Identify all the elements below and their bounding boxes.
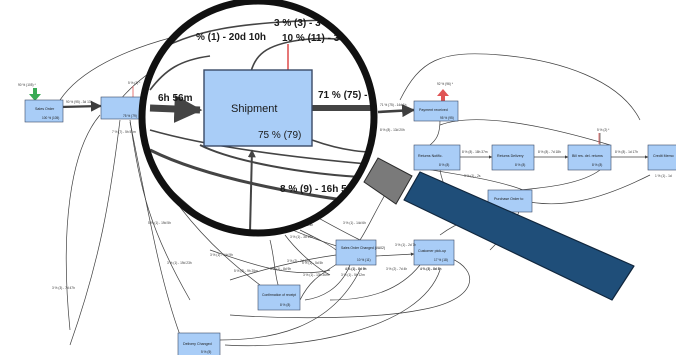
edge-label: 90 % (95) - 3d 13h	[66, 100, 93, 104]
edge-label: 5 % (1) - 5d 5h	[302, 261, 323, 265]
edge-sales-order-to-shipment-main	[59, 100, 102, 112]
edge-label: 4 % (3) - 8d 8h	[420, 267, 441, 271]
node-payment-received-title: Payment received	[419, 108, 448, 112]
node-delivery-changed-title: Delivery Changed	[183, 342, 212, 346]
node-payment-received-stat: 95 % (95)	[440, 116, 454, 120]
zoom-edge-label: 71 % (75) - 1	[318, 90, 376, 101]
edge-shipment-to-payment-main	[377, 104, 416, 118]
node-bill-del-returns[interactable]: Bill res. del. returns 8 % (8)	[567, 144, 612, 171]
edge-label: 5 % (1) - 19d 5h	[148, 221, 171, 225]
node-returns-delivery-stat: 8 % (8)	[515, 163, 525, 167]
zoom-edge-label: 6h 56m	[158, 93, 193, 104]
edge-label: 3 % (2) - 7d 4h	[386, 267, 407, 271]
node-shipment-small[interactable]: 75 % (79)	[100, 96, 142, 120]
magnifier-lens: Shipment 75 % (79) 3 % (3) - 3 % (1) - 2…	[138, 0, 378, 237]
node-sales-order-changed-title: Sales Order Changed (VA02)	[341, 246, 385, 250]
node-payment-received[interactable]: Payment received 95 % (95)	[413, 100, 459, 122]
node-customer-pickup-title: Customer pick-up	[418, 249, 446, 253]
node-credit-memo[interactable]: Credit Memo	[647, 144, 676, 171]
zoom-edge-label: % (1) - 20d 10h	[196, 32, 266, 43]
edge-label: 3 % (3) - 7d 47h	[52, 286, 75, 290]
node-sales-order-stat: 100 % (105)	[42, 116, 59, 120]
zoom-edge-label: 10 % (11) - 3	[282, 33, 340, 44]
node-bill-del-returns-stat: 8 % (8)	[592, 163, 602, 167]
node-sales-order-changed[interactable]: Sales Order Changed (VA02) 10 % (11)	[335, 239, 385, 266]
node-confirmation-receipt[interactable]: Confirmation of receipt 8 % (8)	[257, 284, 301, 311]
edge-label: 3 % (1) - 3d 19h	[290, 235, 313, 239]
edge-label: 90 % (105) *	[18, 83, 36, 87]
edge-label: 8 % (8) - 1d 17h	[615, 150, 638, 154]
edge-label: 8 % (8) - 18h 37m	[462, 150, 488, 154]
node-delivery-changed-stat: 5 % (5)	[201, 350, 211, 354]
edge-label: 3 % (1) - 19d 23h	[167, 261, 192, 265]
node-returns-delivery[interactable]: Returns Delivery 8 % (8)	[491, 144, 535, 171]
node-returns-notification-title: Returns Notific.	[418, 154, 443, 158]
end-marker-icon	[437, 89, 449, 102]
node-credit-memo-title: Credit Memo	[653, 154, 674, 158]
edge-label: 3 % (1) - 14d 9h	[210, 253, 233, 257]
node-shipment-zoomed[interactable]: Shipment 75 % (79)	[203, 69, 313, 147]
node-bill-del-returns-title: Bill res. del. returns	[572, 154, 603, 158]
edge-label: 5 % (2) - 9h 25m	[234, 269, 258, 273]
node-sales-order[interactable]: Sales Order 100 % (105)	[24, 99, 64, 123]
node-delivery-changed[interactable]: Delivery Changed 5 % (5)	[177, 332, 221, 359]
edge-label: 71 % (75) - 14d 1h	[380, 103, 407, 107]
node-sales-order-changed-stat: 10 % (11)	[357, 258, 371, 262]
edge-label: 7 % (7) - 5h 51m	[112, 130, 136, 134]
zoomed-node-stat: 75 % (79)	[258, 130, 301, 141]
edge-label: 3 % (1) - 5h 12m	[341, 273, 365, 277]
magnifier-handle-icon	[363, 157, 635, 301]
edge-label: 5 % (1) - 8d 9h	[270, 267, 291, 271]
node-customer-pickup-stat: 17 % (18)	[434, 258, 448, 262]
edge-label: 3 % (1) - 2s	[464, 174, 481, 178]
node-returns-delivery-title: Returns Delivery	[497, 154, 524, 158]
edge-label: 5 % (2) *	[597, 128, 610, 132]
zoomed-node-title: Shipment	[231, 103, 277, 115]
node-returns-notification[interactable]: Returns Notific. 8 % (8)	[413, 144, 461, 171]
node-confirmation-receipt-title: Confirmation of receipt	[262, 293, 296, 297]
node-returns-notification-stat: 8 % (8)	[439, 163, 449, 167]
edge-label: 3 % (1) - 2d 7h	[395, 243, 416, 247]
magnifier-rim	[138, 0, 378, 237]
edge-label: 1 % (1) - 1d	[655, 174, 672, 178]
node-confirmation-receipt-stat: 8 % (8)	[280, 303, 290, 307]
edge-label: 92 % (96) *	[437, 82, 454, 86]
edge-label: 8 % (8) - 7d 18h	[538, 150, 561, 154]
zoom-edge-label: 8 % (9) - 16h 54	[280, 184, 353, 195]
edge-label: 3 % (2) - 2d 10h	[287, 259, 310, 263]
edge-label: 3 % (1) - 13h 36m	[303, 273, 329, 277]
node-sales-order-title: Sales Order	[35, 107, 55, 111]
node-purchase-order-title: Purchase Order to	[494, 197, 523, 201]
edge-label: 3 % (1) - 14d 6h	[343, 221, 366, 225]
node-shipment-small-stat: 75 % (79)	[123, 114, 137, 118]
edge-label: 4 % (1) - 8d 9h	[345, 267, 366, 271]
start-marker-icon	[29, 88, 41, 101]
edge-label: 5 % (1) *	[128, 81, 141, 85]
edge-payment-to-returns	[429, 119, 441, 146]
node-customer-pickup[interactable]: Customer pick-up 17 % (18)	[413, 239, 455, 266]
zoom-edge-label: 3 % (3) - 3	[274, 18, 321, 29]
edge-label: 8 % (8) - 13d 20h	[380, 128, 405, 132]
